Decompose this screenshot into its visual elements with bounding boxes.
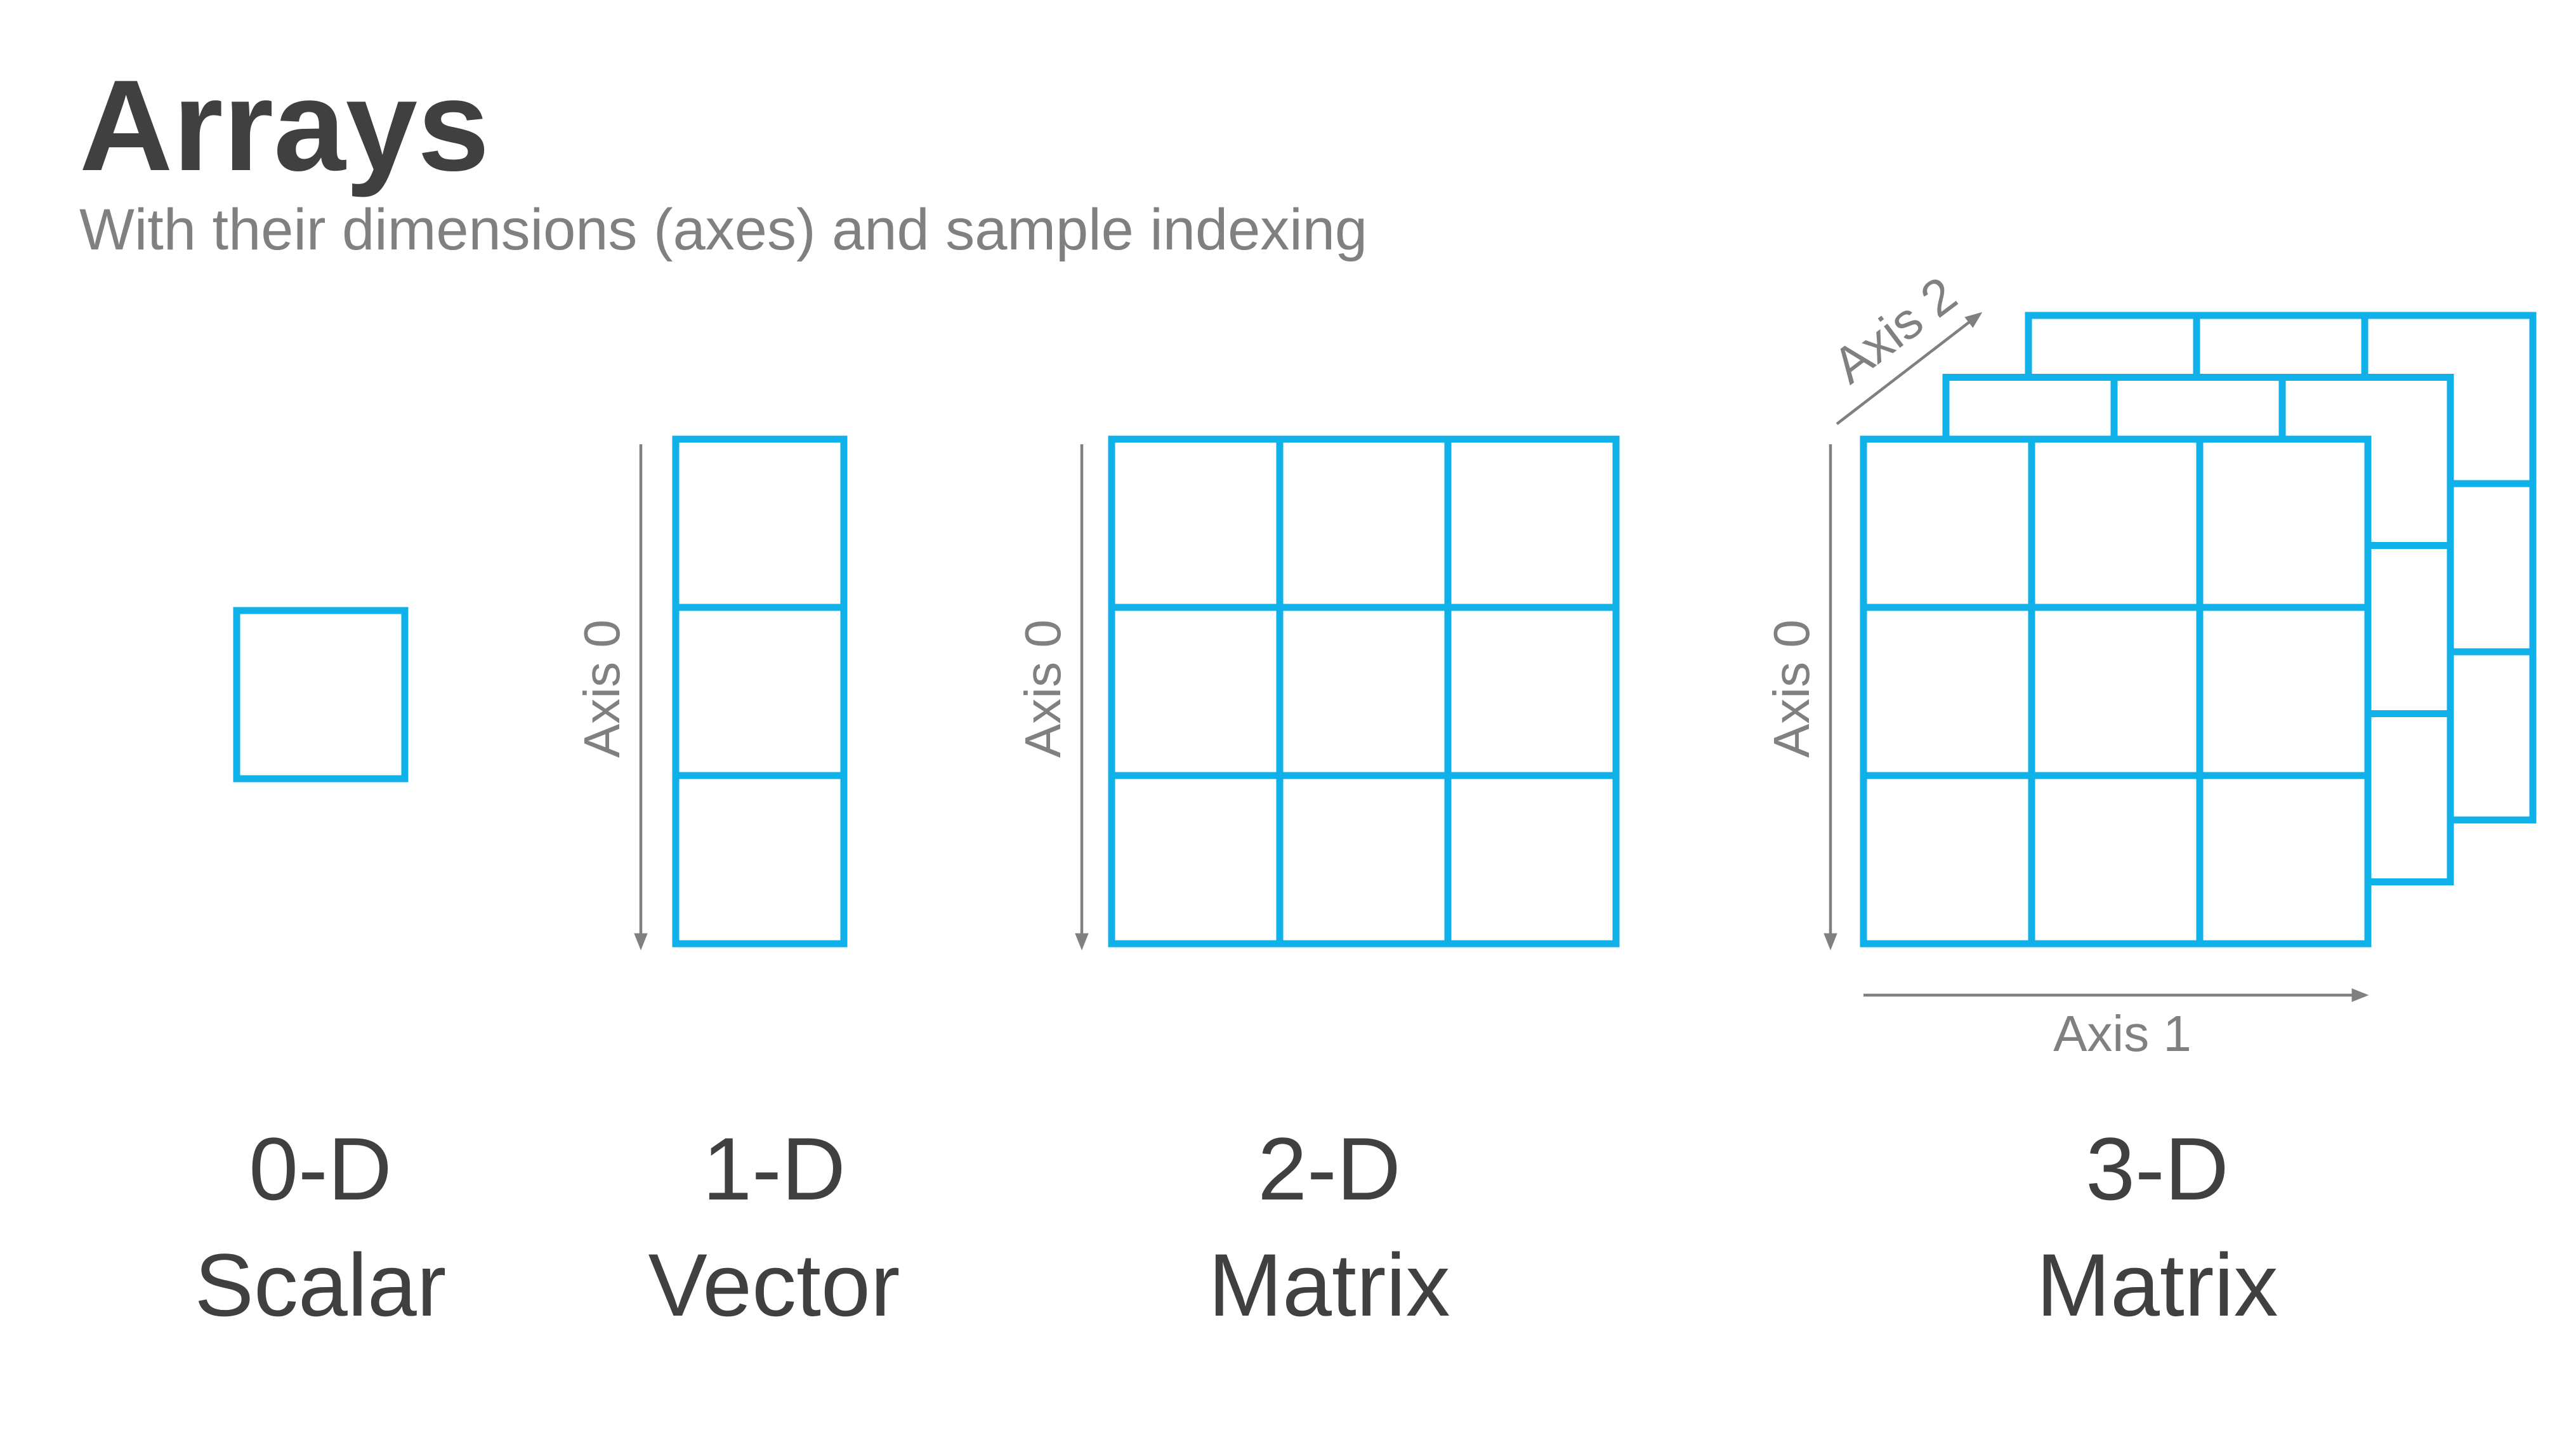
3d-matrix-layer-0-cell [2196,772,2372,948]
3d-matrix-layer-0-cell [1860,604,2035,779]
3d-matrix-layer-0-cell [2028,435,2204,611]
2d-matrix-cell [1276,435,1452,611]
2d-matrix-cell [1108,435,1284,611]
array-type-label: Vector [648,1235,900,1335]
vector-cell [672,604,848,779]
array-type-label: Matrix [1208,1235,1450,1335]
vector-cell [672,772,848,948]
scalar-cell [233,607,409,783]
2d-matrix-cell [1444,435,1620,611]
3d-matrix-layer-0-cell [2028,604,2204,779]
matrix-layer [1860,435,2372,948]
dimension-label: 0-D [249,1119,392,1219]
3d-matrix-layer-0-cell [2196,604,2372,779]
array-1d: Axis 0 1-D Vector [574,435,900,1335]
2d-matrix-cell [1276,772,1452,948]
3d-matrix-layer-0-cell [1860,772,2035,948]
2d-matrix-cell [1108,604,1284,779]
dimension-label: 2-D [1258,1119,1401,1219]
vector-cell [672,435,848,611]
axis2-arrow [1836,312,1983,425]
3d-matrix-layer-0-cell [2196,435,2372,611]
array-type-label: Matrix [2036,1235,2278,1335]
array-type-label: Scalar [195,1235,447,1335]
axis0-label: Axis 0 [1763,619,1820,758]
2d-matrix-cell [1108,772,1284,948]
axis1-label: Axis 1 [2053,1005,2192,1062]
3d-matrix-layer-0-cell [1860,435,2035,611]
2d-matrix-cell [1276,604,1452,779]
axis0-label: Axis 0 [1015,619,1071,758]
axis0-label: Axis 0 [574,619,630,758]
page-title: Arrays [79,53,489,198]
2d-matrix-cell [1444,772,1620,948]
array-2d: Axis 0 2-D Matrix [1015,435,1620,1335]
3d-matrix-layer-0-cell [2028,772,2204,948]
page-subtitle: With their dimensions (axes) and sample … [79,197,1367,262]
2d-matrix-cell [1444,604,1620,779]
dimension-label: 1-D [702,1119,846,1219]
dimension-label: 3-D [2086,1119,2229,1219]
array-0d: 0-D Scalar [195,607,447,1335]
